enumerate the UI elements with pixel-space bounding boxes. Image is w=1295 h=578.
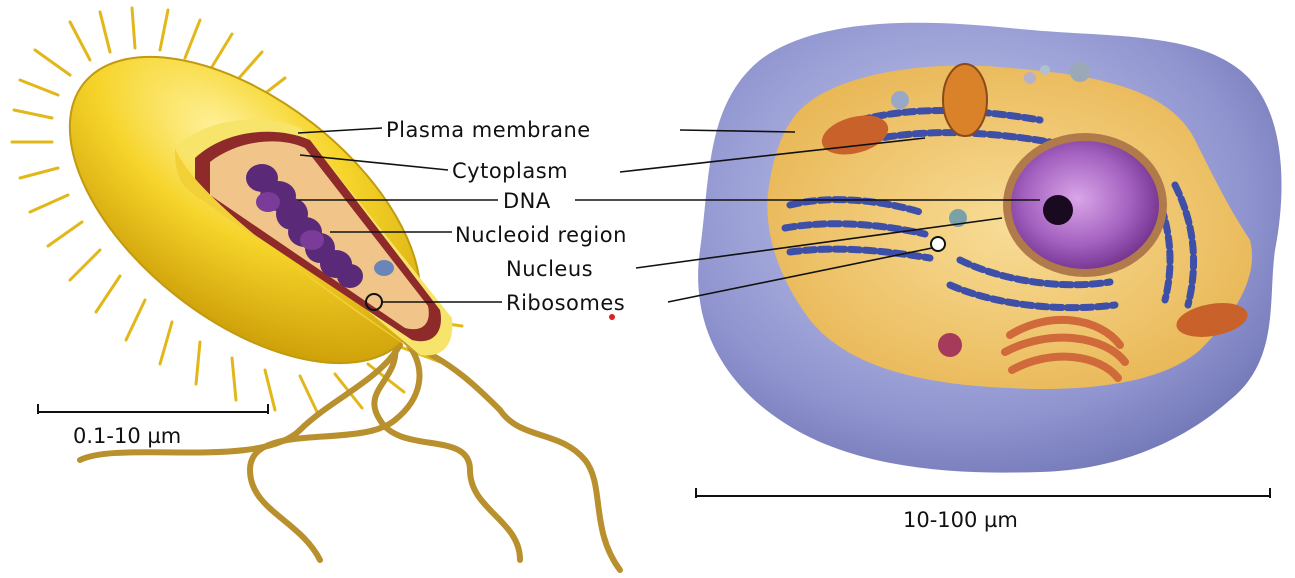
ribosome-marker [931,237,945,251]
eukaryote-scale-label: 10-100 µm [903,508,1018,532]
prokaryotic-cell [12,0,620,570]
marker-dot [609,314,615,320]
label-plasma-membrane: Plasma membrane [386,118,591,142]
label-nucleus: Nucleus [506,257,593,281]
mitochondrion [943,64,987,136]
label-ribosomes: Ribosomes [506,291,625,315]
nucleus [1003,133,1167,277]
eukaryote-scale-bar [696,488,1270,498]
label-dna: DNA [503,189,551,213]
granule [374,260,394,276]
prokaryote-scale-label: 0.1-10 µm [73,424,181,448]
flagella [80,340,620,570]
label-cytoplasm: Cytoplasm [452,159,568,183]
nucleolus [1043,195,1073,225]
label-nucleoid-region: Nucleoid region [455,223,627,247]
prokaryote-scale-bar [38,404,268,414]
